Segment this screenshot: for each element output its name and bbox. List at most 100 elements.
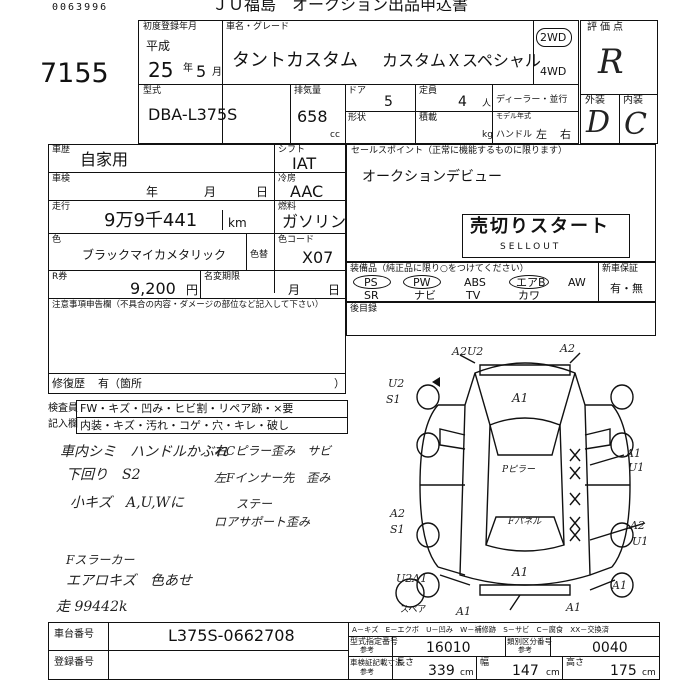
dimensions-sub: 参考	[360, 668, 374, 676]
equip-aw: AW	[568, 276, 586, 289]
repair-history: 有（箇所	[98, 377, 142, 390]
handwritten-note-8: エアロキズ 色あせ	[66, 573, 192, 589]
displacement: 658	[297, 107, 328, 126]
handle-label: ハンドル	[496, 130, 533, 140]
airbag-circle	[509, 275, 549, 289]
spare-box	[346, 302, 656, 336]
equipment-label: 装備品（純正品に限り○をつけてください）	[350, 264, 529, 274]
chassis-number: L375S-0662708	[168, 626, 295, 645]
mileage-unit: km	[228, 216, 247, 230]
length: 339	[428, 663, 455, 679]
sales-point: オークションデビュー	[362, 169, 502, 185]
ps-circle	[353, 275, 391, 289]
category-sub: 参考	[518, 646, 532, 654]
load-label: 積載	[419, 113, 438, 123]
recycle-label: R券	[52, 272, 68, 282]
pw-circle	[403, 275, 441, 289]
mark-a1-bottom-right: A1	[612, 579, 627, 592]
doors-label: ドア	[348, 86, 367, 96]
name-change-label: 名変期限	[204, 272, 241, 282]
shape-label: 形状	[348, 113, 367, 123]
designation-number: 16010	[426, 640, 471, 656]
color: ブラックマイカメタリック	[82, 248, 227, 262]
warranty: 有・無	[610, 282, 643, 295]
chassis-label: 車台番号	[54, 629, 94, 640]
color-code: X07	[302, 248, 334, 267]
repair-history-label: 修復歴	[52, 377, 85, 390]
handle-left: 左	[536, 128, 547, 141]
equip-pw: PW	[413, 276, 431, 289]
dimensions-label: 車検証記載寸法	[350, 658, 403, 667]
capacity: 4	[458, 94, 467, 110]
lot-number: 7155	[40, 58, 109, 89]
color-change-label: 色替	[250, 250, 269, 260]
mark-u1-right-2: U1	[632, 535, 649, 548]
designation-sub: 参考	[360, 646, 374, 654]
equip-leather: カワ	[518, 289, 540, 302]
grade-label: 評価点	[587, 22, 626, 33]
mileage: 9万9千441	[104, 210, 198, 231]
drive-4wd: 4WD	[540, 65, 567, 78]
doors: 5	[384, 94, 393, 110]
type-code-label: 型式	[143, 86, 162, 96]
top-info-box	[138, 20, 579, 144]
handwritten-note-6: ロアサポート歪み	[214, 515, 311, 529]
interior-label: 内装	[623, 95, 643, 106]
designation-label: 型式指定番号	[350, 637, 398, 646]
equip-tv: TV	[466, 289, 481, 302]
usage: 自家用	[80, 150, 129, 169]
drive-2wd-circle	[536, 28, 572, 47]
height-unit: cm	[642, 668, 656, 678]
notes-label: 注意事項申告欄（不具合の内容・ダメージの部位など記入して下さい）	[52, 300, 324, 310]
mark-a1-bottom: A1	[512, 565, 529, 579]
equip-navi: ナビ	[414, 289, 436, 302]
category-label: 類別区分番号	[507, 637, 552, 646]
sellout-stamp-sub: SELLOUT	[500, 242, 562, 252]
vehicle-details-box	[48, 144, 346, 394]
exterior-label: 外装	[585, 95, 605, 106]
mark-s1: S1	[386, 393, 401, 406]
inspection-year: 年	[146, 185, 159, 199]
drive-2wd: 2WD	[540, 31, 567, 44]
height-label: 高さ	[566, 658, 585, 668]
mark-s1-left: S1	[390, 523, 405, 536]
registration-month-unit: 月	[212, 67, 222, 78]
sales-point-box	[346, 144, 656, 262]
registration-month: 5	[196, 62, 207, 81]
name-change-month: 月	[288, 283, 301, 297]
mark-a2-right: A2	[630, 519, 645, 532]
inspection-month: 月	[204, 185, 217, 199]
mark-a1-top: A1	[512, 391, 529, 405]
handle-right: 右	[560, 128, 571, 141]
mark-a1-b: A1	[456, 605, 471, 618]
handwritten-note-7: Fスラーカー	[66, 553, 135, 567]
mark-u2a1: U2A1	[396, 572, 428, 585]
registration-year-unit: 年	[183, 63, 193, 74]
handwritten-note-2: 下回り S2	[66, 467, 141, 483]
handwritten-note-3: 小キズ A,U,Wに	[70, 495, 184, 511]
legend: A－キズ E－エクボ U－凹み W－補修跡 S－サビ C－腐食 XX－交換済	[352, 625, 609, 634]
dealer-label: ディーラー・並行	[496, 95, 568, 105]
registration-year: 25	[148, 58, 174, 82]
aircon-label: 冷房	[278, 174, 297, 184]
shift: IAT	[292, 154, 317, 173]
mark-a2u2: A2U2	[452, 345, 484, 358]
capacity-label: 定員	[419, 86, 438, 96]
equipment-box	[346, 262, 656, 302]
sales-point-label: セールスポイント（正常に機能するものに限ります）	[351, 146, 568, 156]
load-unit: kg	[482, 130, 493, 140]
model-grade: カスタムＸスペシャル	[382, 51, 541, 70]
displacement-label: 排気量	[294, 86, 322, 96]
model-year-label: モデル年式	[496, 112, 531, 120]
aircon: AAC	[290, 182, 324, 201]
handwritten-note-1: 車内シミ ハンドルかぶれ	[60, 444, 228, 460]
length-unit: cm	[460, 668, 474, 678]
name-change-day: 日	[328, 283, 341, 297]
inspection-day: 日	[256, 185, 269, 199]
grade-score: R	[598, 42, 624, 82]
inspector-label-2: 記入欄	[48, 419, 78, 430]
category-number: 0040	[592, 640, 628, 656]
inspection-label: 車検	[52, 174, 71, 184]
mileage-label: 走行	[52, 202, 71, 212]
model-label: 車名・グレード	[226, 22, 290, 32]
